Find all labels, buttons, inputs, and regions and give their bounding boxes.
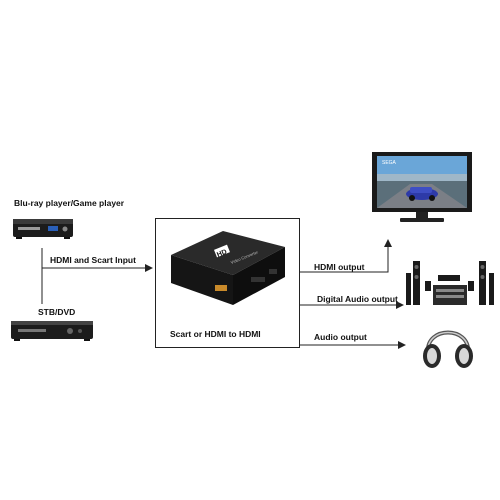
bluray-player-icon [13, 219, 73, 239]
stb-dvd-icon [11, 321, 93, 341]
stb-label: STB/DVD [38, 307, 76, 317]
tv-screen-badge: SEGA [382, 160, 397, 166]
converter-label: Scart or HDMI to HDMI [170, 329, 261, 339]
converter-logo: HD [216, 249, 228, 259]
audio-output-label: Audio output [314, 332, 367, 342]
hdmi-output-label: HDMI output [314, 262, 365, 272]
speaker-system-icon [406, 261, 494, 305]
input-label: HDMI and Scart Input [50, 255, 136, 265]
digital-audio-output-label: Digital Audio output [317, 294, 398, 304]
converter-device-icon: HD Video Converter [171, 231, 285, 305]
bluray-label: Blu-ray player/Game player [14, 198, 125, 208]
hdmi-output-arrow [300, 239, 392, 273]
headphones-icon [423, 330, 473, 368]
tv-icon: SEGA [372, 152, 472, 222]
